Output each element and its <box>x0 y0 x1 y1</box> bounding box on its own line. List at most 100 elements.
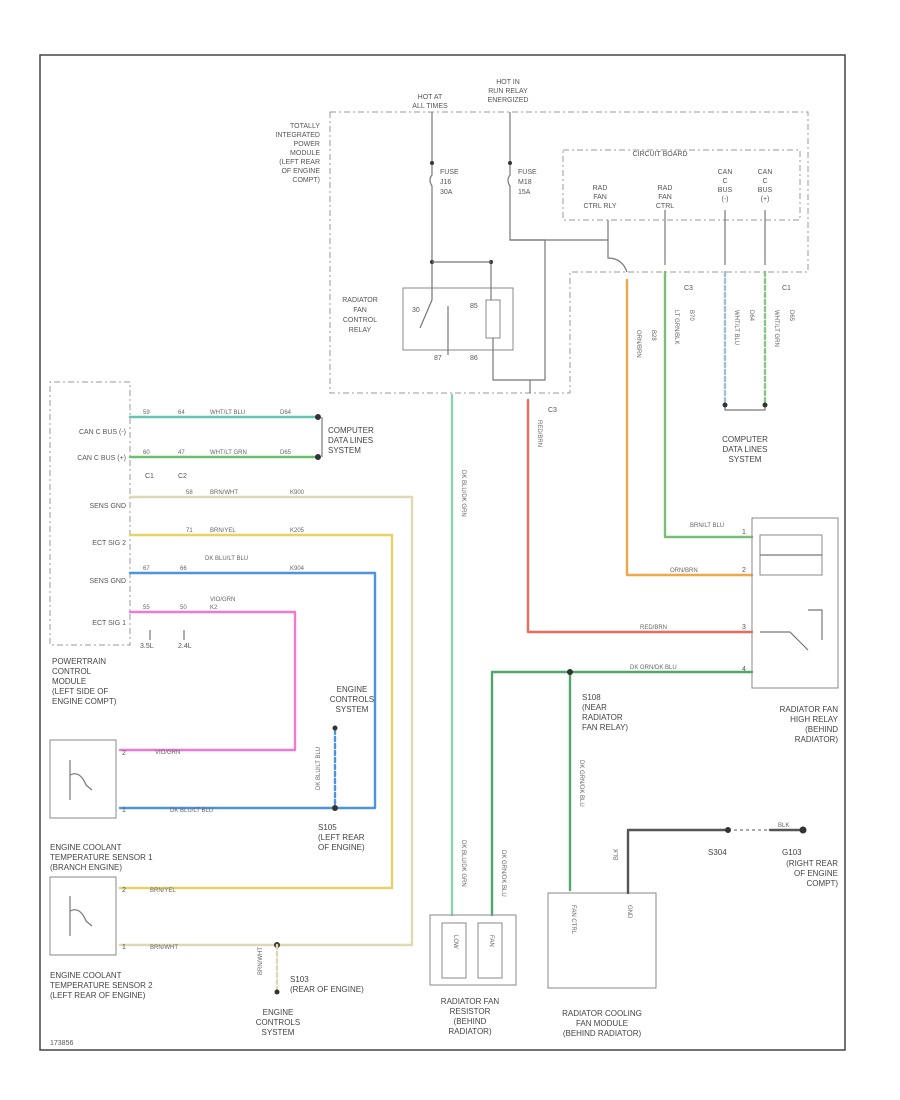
svg-text:K900: K900 <box>290 490 305 496</box>
svg-text:SENS GND: SENS GND <box>89 578 126 585</box>
pcm-conn-c1: C1 <box>145 473 154 480</box>
svg-text:CONTROLS: CONTROLS <box>256 1018 300 1027</box>
svg-text:(BRANCH ENGINE): (BRANCH ENGINE) <box>50 863 122 872</box>
svg-text:CAN C BUS (-): CAN C BUS (-) <box>79 429 126 436</box>
svg-text:(+): (+) <box>761 196 770 203</box>
pcm-boundary <box>49 381 131 646</box>
svg-text:ALL TIMES: ALL TIMES <box>412 103 448 110</box>
svg-text:VIO/GRN: VIO/GRN <box>210 597 235 603</box>
svg-text:ENGINE COOLANT: ENGINE COOLANT <box>50 843 122 852</box>
svg-text:DK BLU/LT BLU: DK BLU/LT BLU <box>316 747 322 790</box>
svg-text:67: 67 <box>143 566 150 572</box>
svg-text:BLK: BLK <box>614 849 620 860</box>
svg-text:FAN: FAN <box>353 307 367 314</box>
circuit-board-label: CIRCUIT BOARD <box>632 151 687 158</box>
svg-text:1: 1 <box>122 807 126 814</box>
engine-controls-mid-label: ENGINE CONTROLS SYSTEM <box>330 685 374 714</box>
svg-text:(RIGHT REAR: (RIGHT REAR <box>786 859 838 868</box>
wire-tipm-to-high-relay: RED/BRN RED/BRN 3 <box>526 398 754 634</box>
diagram-frame <box>39 54 846 1051</box>
svg-text:OF ENGINE: OF ENGINE <box>794 869 838 878</box>
svg-text:2: 2 <box>742 567 746 574</box>
svg-text:TEMPERATURE SENSOR 1: TEMPERATURE SENSOR 1 <box>50 853 153 862</box>
svg-text:INTEGRATED: INTEGRATED <box>275 132 320 139</box>
svg-text:WHT/LT BLU: WHT/LT BLU <box>210 410 245 416</box>
svg-text:(LEFT SIDE OF: (LEFT SIDE OF <box>52 687 108 696</box>
svg-text:K205: K205 <box>290 528 305 534</box>
svg-text:4: 4 <box>742 666 746 673</box>
pcm-wire-ect-sig-2: 71 BRN/YEL K205 <box>118 528 394 890</box>
s103-splice: BRN/WHT S103 (REAR OF ENGINE) <box>258 942 364 995</box>
svg-text:COMPT): COMPT) <box>292 177 320 184</box>
board-wire-rly-ctrl <box>607 240 628 273</box>
svg-text:D64: D64 <box>748 310 754 322</box>
svg-text:VIO/GRN: VIO/GRN <box>155 750 180 756</box>
svg-text:HOT IN: HOT IN <box>496 79 520 86</box>
svg-text:BRN/LT BLU: BRN/LT BLU <box>690 523 724 529</box>
svg-text:C1: C1 <box>782 285 791 292</box>
radiator-fan-resistor: LOW FAN <box>429 914 517 986</box>
svg-text:K2: K2 <box>210 605 218 611</box>
svg-text:58: 58 <box>186 490 193 496</box>
svg-text:BRN/YEL: BRN/YEL <box>210 528 236 534</box>
svg-text:ORN/BRN: ORN/BRN <box>635 330 641 358</box>
engine-variant-marks <box>149 630 185 640</box>
svg-text:FAN MODULE: FAN MODULE <box>576 1019 628 1028</box>
svg-text:RADIATOR: RADIATOR <box>582 713 623 722</box>
radiator-fan-high-relay: 4 <box>742 517 839 689</box>
svg-text:RELAY: RELAY <box>349 327 372 334</box>
pcm-wire-can-minus: 59 64 WHT/LT BLU D64 <box>128 410 321 420</box>
board-pin-rad-fan-ctrl-rly: RAD FAN CTRL RLY <box>583 185 616 210</box>
svg-text:DK GRN/DK BLU: DK GRN/DK BLU <box>500 850 506 897</box>
wire-can-minus-right: WHT/LT BLU D64 <box>723 270 754 407</box>
svg-text:BRN/WHT: BRN/WHT <box>210 490 238 496</box>
svg-text:WHT/LT GRN: WHT/LT GRN <box>210 450 247 456</box>
resistor-label: RADIATOR FAN RESISTOR (BEHIND RADIATOR) <box>441 997 500 1036</box>
svg-text:LOW: LOW <box>452 935 458 949</box>
svg-text:RESISTOR: RESISTOR <box>450 1007 491 1016</box>
high-relay-label: RADIATOR FAN HIGH RELAY (BEHIND RADIATOR… <box>780 705 839 744</box>
svg-text:(BEHIND: (BEHIND <box>454 1017 487 1026</box>
svg-text:FUSE: FUSE <box>440 169 459 176</box>
svg-text:C: C <box>762 178 767 185</box>
svg-text:ENGINE COMPT): ENGINE COMPT) <box>52 697 117 706</box>
svg-text:MODULE: MODULE <box>52 677 86 686</box>
tipm-boundary <box>329 111 809 394</box>
data-lines-label-left: COMPUTER DATA LINES SYSTEM <box>328 426 374 455</box>
svg-text:SYSTEM: SYSTEM <box>729 455 762 464</box>
ect-sensor-1: 2 1 VIO/GRN DK BLU/LT BLU <box>49 739 213 819</box>
svg-text:DK BLU/LT BLU: DK BLU/LT BLU <box>170 808 213 814</box>
svg-text:RADIATOR FAN: RADIATOR FAN <box>441 997 500 1006</box>
pcm-wire-can-plus: 60 47 WHT/LT GRN D65 <box>128 450 321 460</box>
svg-text:ECT SIG 1: ECT SIG 1 <box>92 620 126 627</box>
svg-text:15A: 15A <box>518 189 531 196</box>
svg-text:ORN/BRN: ORN/BRN <box>670 568 698 574</box>
svg-text:(NEAR: (NEAR <box>582 703 607 712</box>
svg-text:RAD: RAD <box>593 185 608 192</box>
pcm-wire-sens-gnd-2: 58 BRN/WHT K900 <box>118 490 414 947</box>
svg-text:ECT SIG 2: ECT SIG 2 <box>92 540 126 547</box>
svg-text:1: 1 <box>122 944 126 951</box>
svg-text:2: 2 <box>122 887 126 894</box>
svg-text:HIGH RELAY: HIGH RELAY <box>790 715 839 724</box>
engine-35l: 3.5L <box>140 643 154 650</box>
svg-text:OF ENGINE: OF ENGINE <box>281 168 320 175</box>
svg-text:FAN: FAN <box>658 194 672 201</box>
svg-text:BRN/WHT: BRN/WHT <box>150 945 178 951</box>
svg-text:S108: S108 <box>582 693 601 702</box>
svg-text:30: 30 <box>412 307 420 314</box>
svg-text:CAN: CAN <box>718 169 733 176</box>
pcm-label: POWERTRAIN CONTROL MODULE (LEFT SIDE OF … <box>52 657 117 706</box>
engine-controls-bottom-label: ENGINE CONTROLS SYSTEM <box>256 1008 300 1037</box>
svg-text:3: 3 <box>742 624 746 631</box>
svg-text:30A: 30A <box>440 189 453 196</box>
svg-text:BRN/YEL: BRN/YEL <box>150 888 176 894</box>
fan-relay-label: RADIATOR FAN CONTROL RELAY <box>342 297 378 334</box>
radiator-cooling-fan-module: FAN CTRL GND <box>547 892 657 989</box>
svg-text:CONTROLS: CONTROLS <box>330 695 374 704</box>
svg-text:DK BLU/DK GRN: DK BLU/DK GRN <box>460 840 466 887</box>
svg-text:60: 60 <box>143 450 150 456</box>
figure-id: 173856 <box>50 1040 73 1047</box>
svg-text:(REAR OF ENGINE): (REAR OF ENGINE) <box>290 985 364 994</box>
ect-sensor-1-label: ENGINE COOLANT TEMPERATURE SENSOR 1 (BRA… <box>50 843 153 872</box>
